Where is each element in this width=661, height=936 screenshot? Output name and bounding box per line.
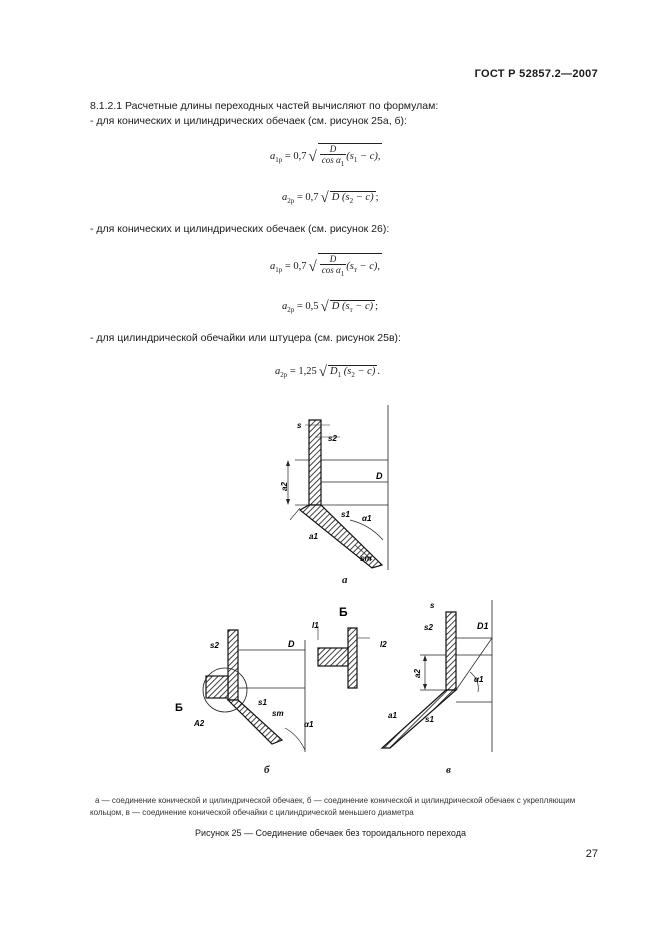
subfigure-v-label: в (446, 764, 451, 776)
label-D-b: D (288, 639, 295, 649)
subfigure-b: s2 D Б A2 s1 sт α1 (175, 629, 314, 752)
subfigure-v: s s2 D1 a2 α1 a1 s1 (380, 600, 493, 752)
page-number: 27 (585, 848, 598, 860)
label-s1-b: s1 (258, 698, 267, 707)
label-A2: A2 (193, 719, 205, 728)
label-D: D (376, 471, 383, 481)
label-a1-v: a1 (388, 711, 397, 720)
paragraph-case-1: - для конических и цилиндрических обечае… (90, 115, 407, 127)
formula-a2p-3: a2p = 1,25√D1 (s2 − c). (275, 364, 380, 380)
label-alpha1: α1 (362, 514, 372, 523)
label-s2-v: s2 (424, 623, 433, 632)
figure-legend: а — соединение конической и цилиндрическ… (90, 796, 576, 817)
paragraph-intro: 8.1.2.1 Расчетные длины переходных часте… (90, 100, 439, 112)
label-l1: l1 (312, 621, 319, 630)
label-a2: a2 (280, 482, 289, 491)
formula-a2p-1: a2p = 0,7√D (s2 − c); (282, 190, 379, 206)
label-alpha1-v: α1 (474, 675, 484, 684)
figure-title: Рисунок 25 — Соединение обечаек без торо… (195, 828, 466, 838)
label-s1: s1 (341, 510, 350, 519)
label-st-b: sт (272, 709, 284, 718)
subfigure-b-label: б (264, 764, 270, 776)
subfigure-a-label: а (342, 574, 348, 586)
detail-B-title: Б (339, 605, 348, 619)
label-D1: D1 (477, 621, 489, 631)
paragraph-case-3: - для цилиндрической обечайки или штуцер… (90, 332, 401, 344)
label-l2: l2 (380, 640, 387, 649)
subfigure-a: s s2 a2 D s1 α1 a1 sт (280, 405, 389, 570)
paragraph-case-2: - для конических и цилиндрических обечае… (90, 223, 390, 235)
formula-a2p-2: a2p = 0,5√D (sт − c); (282, 299, 379, 315)
label-s2: s2 (328, 434, 337, 443)
label-s-v: s (430, 601, 435, 610)
label-s: s (297, 421, 302, 430)
label-s2-b: s2 (210, 641, 219, 650)
label-a1: a1 (309, 532, 318, 541)
label-B: Б (175, 702, 183, 714)
detail-B: Б l1 l2 (312, 605, 387, 689)
label-alpha1-b: α1 (304, 720, 314, 729)
label-a2-v: a2 (413, 669, 422, 678)
label-st: sт (360, 554, 372, 563)
label-s1-v: s1 (425, 715, 434, 724)
document-header: ГОСТ Р 52857.2—2007 (474, 68, 598, 80)
